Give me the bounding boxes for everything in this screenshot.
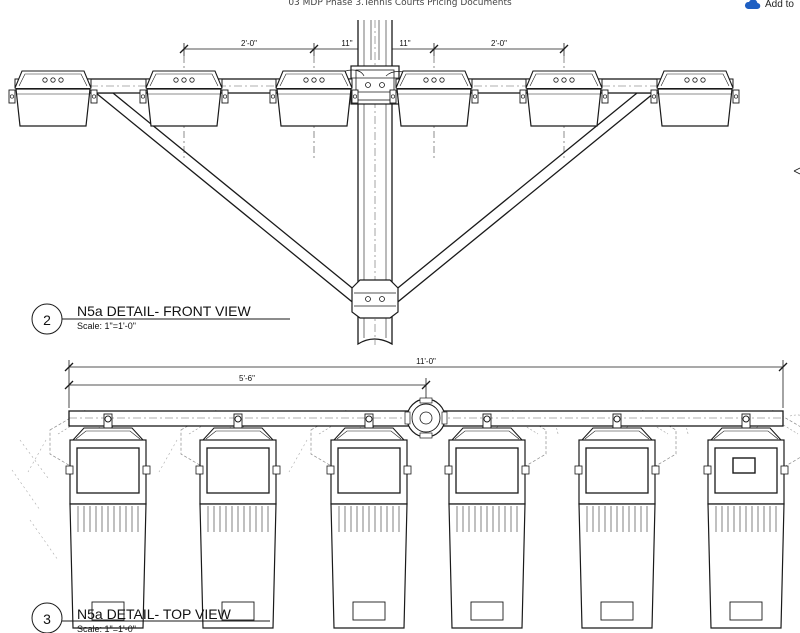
top-dim-overall: 11'-0" [416, 357, 436, 366]
top-floodlight-5 [574, 413, 660, 629]
front-dim-right-offset: 11" [399, 39, 410, 48]
top-dim-half: 5'-6" [239, 374, 255, 383]
front-upper-pole-clamp [335, 65, 413, 105]
front-dim-left-spacing: 2'-0" [241, 39, 257, 48]
front-floodlight-6 [650, 70, 740, 127]
top-floodlight-6 [703, 413, 789, 629]
top-floodlight-2 [195, 413, 281, 629]
top-alternate-aiming-ghosts [11, 409, 800, 561]
front-view-detail: 2'-0" 11" 11" 2'-0" [8, 20, 800, 346]
top-view-title-block: 3 N5a DETAIL- TOP VIEW Scale: 1"=1'-0" [31, 602, 270, 633]
top-view-title: N5a DETAIL- TOP VIEW [77, 606, 232, 622]
add-to-label: Add to [765, 0, 794, 10]
front-floodlight-2 [139, 70, 229, 127]
top-view-scale: Scale: 1"=1'-0" [77, 624, 136, 633]
top-dimension-lines [64, 360, 788, 408]
add-to-cloud-button[interactable]: Add to [744, 0, 794, 11]
top-detail-number: 3 [43, 611, 51, 627]
top-floodlight-3 [326, 413, 412, 629]
front-floodlight-4 [389, 70, 479, 127]
front-detail-number: 2 [43, 312, 51, 328]
top-floodlight-1 [65, 413, 151, 629]
cloud-icon [745, 0, 761, 10]
top-pole-section [404, 397, 448, 439]
top-floodlight-4 [444, 413, 530, 629]
front-lower-brace-clamp [351, 279, 399, 319]
front-view-scale: Scale: 1"=1'-0" [77, 321, 136, 331]
document-title: 03 MDP Phase 3.Tennis Courts Pricing Doc… [288, 0, 512, 8]
front-floodlight-5 [519, 70, 609, 127]
front-floodlight-1 [8, 70, 98, 127]
front-view-title-block: 2 N5a DETAIL- FRONT VIEW Scale: 1"=1'-0" [31, 303, 290, 335]
top-detail-number-bubble [31, 602, 63, 633]
front-dim-left-offset: 11" [341, 39, 352, 48]
front-dim-right-spacing: 2'-0" [491, 39, 507, 48]
front-floodlight-3 [269, 70, 359, 127]
front-view-title: N5a DETAIL- FRONT VIEW [77, 303, 252, 319]
top-view-detail: 11'-0" 5'-6" [11, 357, 800, 633]
viewer-top-bar: 03 MDP Phase 3.Tennis Courts Pricing Doc… [0, 0, 800, 12]
top-floodlight-6-label-plate [732, 457, 756, 474]
